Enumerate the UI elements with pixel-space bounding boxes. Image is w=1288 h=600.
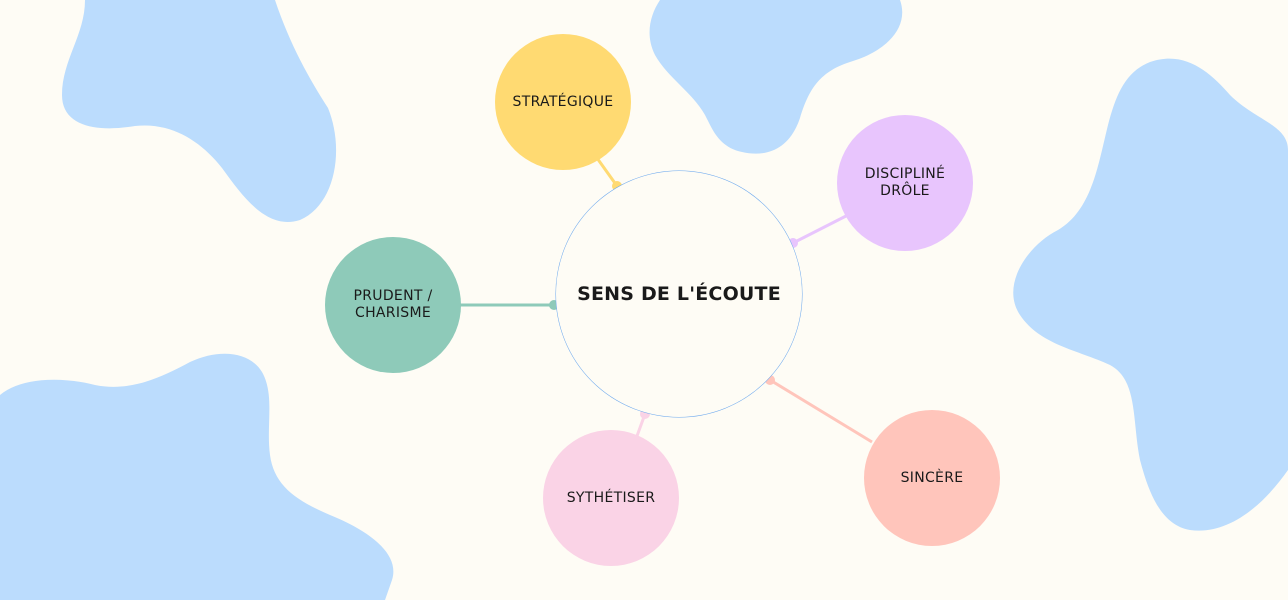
connector-discipline — [792, 213, 849, 245]
blob-top-left — [62, 0, 337, 222]
node-discipline-label-line1: DISCIPLINÉ — [864, 166, 946, 182]
node-sythetiser[interactable]: SYTHÉTISER — [543, 430, 679, 566]
node-prudent-charisme[interactable]: PRUDENT / CHARISME — [325, 237, 461, 373]
node-synthese-label: SYTHÉTISER — [566, 489, 656, 506]
node-sincere-label: SINCÈRE — [900, 469, 964, 486]
node-strategique[interactable]: STRATÉGIQUE — [495, 34, 631, 170]
blob-top-center — [649, 0, 903, 154]
node-sincere[interactable]: SINCÈRE — [864, 410, 1000, 546]
node-strategique-label: STRATÉGIQUE — [512, 93, 614, 110]
central-topic-node[interactable]: SENS DE L'ÉCOUTE — [556, 171, 802, 417]
node-discipline-label-line2: DRÔLE — [880, 183, 930, 199]
blob-right — [1013, 58, 1288, 600]
blob-bottom-left — [0, 353, 394, 600]
connector-strategique — [595, 157, 619, 187]
node-prudent-label-line1: PRUDENT / — [353, 288, 433, 304]
node-discipline-drole[interactable]: DISCIPLINÉ DRÔLE — [837, 115, 973, 251]
node-prudent-label-line2: CHARISME — [355, 305, 431, 321]
connector-sincere — [769, 378, 873, 444]
central-topic-label: SENS DE L'ÉCOUTE — [577, 282, 781, 305]
